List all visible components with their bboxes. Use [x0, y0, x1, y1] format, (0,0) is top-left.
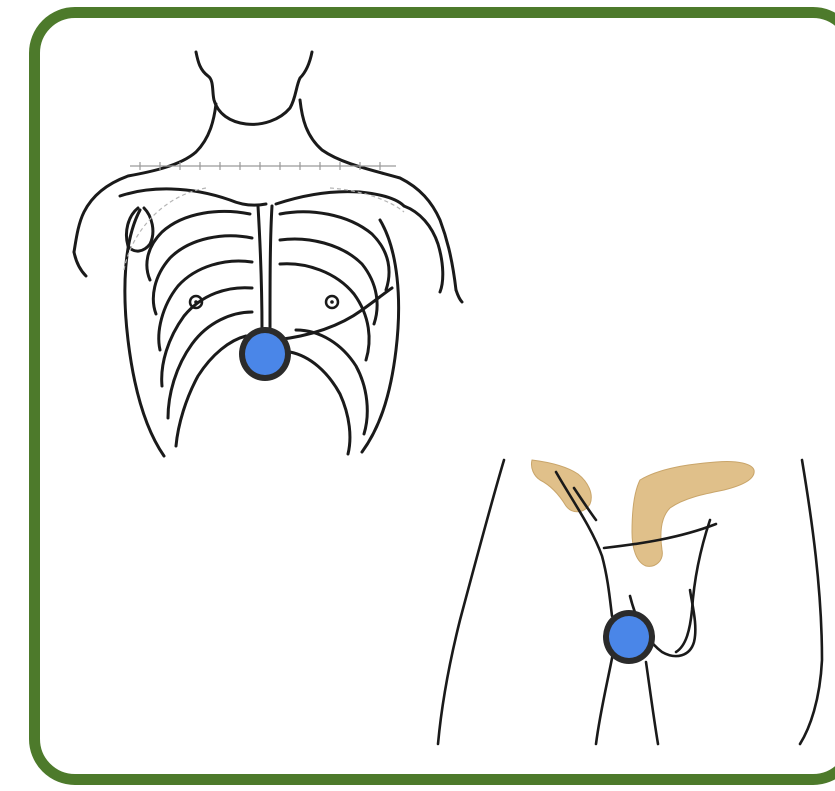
thigh-left-outer	[438, 460, 504, 744]
thigh-right-outer	[800, 460, 822, 744]
inner-leg-left	[596, 648, 614, 744]
sternum-marker	[239, 327, 291, 381]
intestine-shapes	[531, 460, 754, 566]
groin-marker	[603, 610, 655, 664]
inguinal-right	[676, 520, 710, 652]
inner-leg-right	[646, 662, 658, 744]
